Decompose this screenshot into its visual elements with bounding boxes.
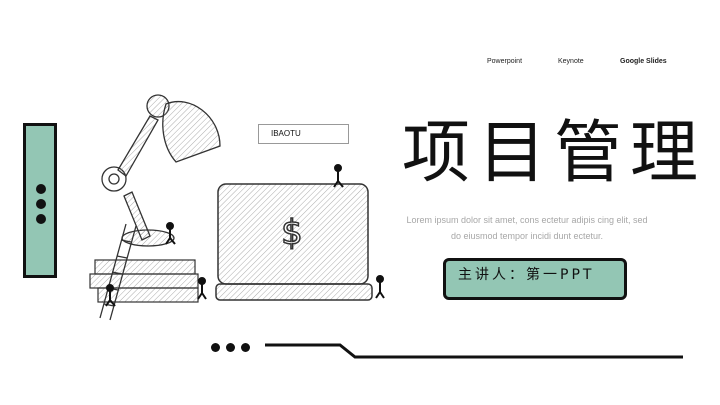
page-title: 项目管理: [402, 114, 707, 193]
person-icon: [197, 277, 207, 300]
nav-keynote[interactable]: Keynote: [558, 58, 584, 65]
person-icon: [375, 275, 385, 299]
dot-icon: [241, 343, 250, 352]
description-text: Lorem ipsum dolor sit amet, cons ectetur…: [406, 215, 648, 241]
laptop-icon: $: [215, 183, 373, 301]
dot-icon: [36, 199, 46, 209]
dollar-icon: $: [281, 213, 303, 253]
person-icon: [165, 222, 176, 245]
nav-google-slides[interactable]: Google Slides: [620, 58, 667, 65]
person-icon: [333, 164, 344, 188]
person-icon: [105, 284, 116, 307]
dot-icon: [36, 184, 46, 194]
left-accent-block: [23, 123, 57, 278]
illustration: $: [89, 94, 385, 321]
nav-powerpoint[interactable]: Powerpoint: [487, 58, 523, 65]
presenter-badge: 主讲人：第一PPT: [443, 258, 627, 300]
dot-icon: [36, 214, 46, 224]
dot-icon: [211, 343, 220, 352]
dot-icon: [226, 343, 235, 352]
presenter-label: 主讲人：第一PPT: [458, 267, 595, 283]
brand-label: IBAOTU: [258, 124, 349, 144]
desk-lamp-icon: [101, 94, 221, 247]
books-icon: [89, 259, 199, 303]
